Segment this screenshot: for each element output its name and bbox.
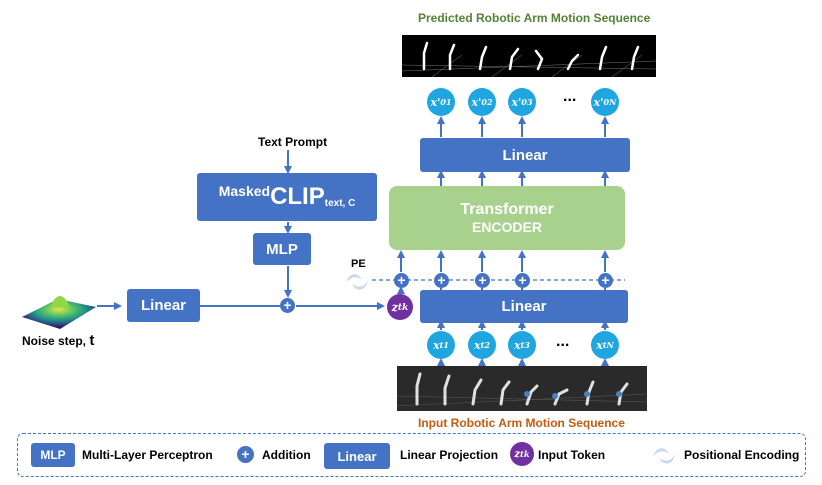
encoder-label: ENCODER: [471, 219, 542, 235]
transformer-label: Transformer: [460, 201, 554, 218]
positional-encoding-icon: [346, 274, 368, 290]
legend-add-icon: +: [237, 446, 254, 463]
transformer-encoder-block: Transformer ENCODER: [389, 186, 625, 250]
output-ellipsis: ...: [563, 88, 577, 105]
top-title: Predicted Robotic Arm Motion Sequence: [418, 11, 651, 25]
legend-pe-desc: Positional Encoding: [684, 448, 800, 462]
legend-mlp-desc: Multi-Layer Perceptron: [82, 448, 213, 462]
linear-output-block: Linear: [420, 138, 630, 172]
legend-token-desc: Input Token: [538, 448, 606, 462]
addition-node-main: +: [280, 298, 295, 313]
addition-node-pe-2: +: [475, 273, 490, 288]
text-prompt-label: Text Prompt: [258, 135, 328, 149]
predicted-motion-strip: [402, 35, 656, 77]
legend-linear-desc: Linear Projection: [400, 448, 499, 462]
addition-node-pe-3: +: [515, 273, 530, 288]
noise-distribution-image: [22, 296, 96, 329]
bottom-title: Input Robotic Arm Motion Sequence: [418, 416, 625, 430]
legend-mlp-box: MLP: [31, 443, 75, 467]
noise-step-label: Noise step, t: [22, 332, 95, 349]
predicted-motion-image: [402, 41, 656, 77]
legend-panel: MLP Multi-Layer Perceptron + Addition Li…: [17, 433, 806, 477]
linear-noise-block: Linear: [127, 289, 200, 322]
input-motion-image: [397, 372, 647, 407]
pe-label: PE: [351, 258, 366, 270]
addition-node-pe-0: +: [394, 273, 409, 288]
linear-input-block: Linear: [420, 290, 628, 323]
addition-node-pe-n: +: [598, 273, 613, 288]
legend-pe-icon: [653, 448, 675, 464]
addition-node-pe-1: +: [434, 273, 449, 288]
input-motion-strip: [397, 366, 647, 411]
input-ellipsis: ...: [556, 333, 570, 350]
clip-sub: text, C: [324, 197, 356, 209]
masked-clip-block: Masked CLIP text, C: [197, 173, 377, 221]
masked-prefix: Masked: [218, 183, 271, 199]
clip-main: CLIP: [270, 183, 325, 210]
mlp-block: MLP: [253, 233, 311, 265]
legend-linear-box: Linear: [324, 443, 390, 469]
legend-add-desc: Addition: [262, 448, 311, 462]
